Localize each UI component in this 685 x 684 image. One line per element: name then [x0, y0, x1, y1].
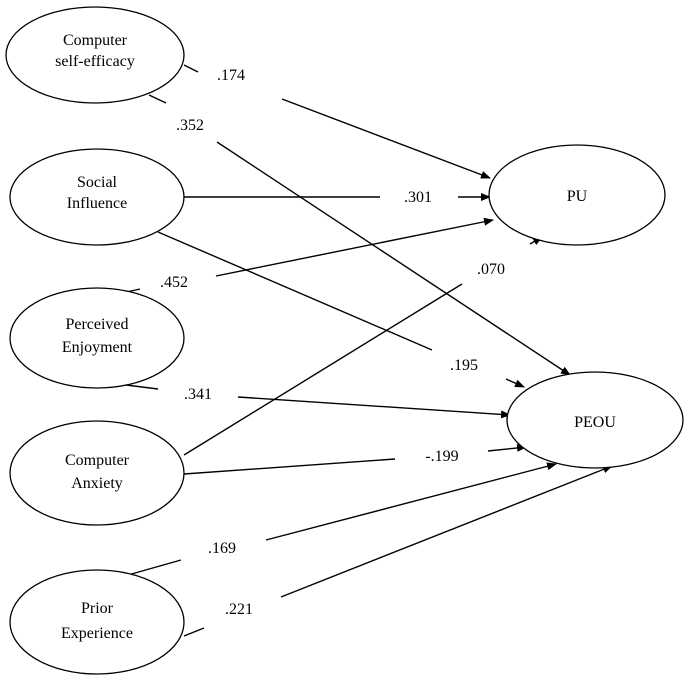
path-prex-peou-1: .169: [127, 462, 557, 576]
path-pe-pu: .452: [126, 217, 494, 293]
path-si-pu: .301: [184, 189, 491, 206]
coefficient-label: .221: [225, 601, 253, 618]
coefficient-label: .341: [184, 386, 212, 403]
path-ca-peou: -.199: [183, 443, 527, 475]
path-cse-pu: .174: [183, 64, 491, 179]
node-label: Perceived: [65, 316, 128, 333]
node-pu: PU: [488, 144, 666, 246]
coefficient-label: .452: [160, 274, 188, 291]
node-label: Enjoyment: [62, 339, 133, 356]
path-prex-peou-2: .221: [183, 465, 613, 637]
coefficient-label: -.199: [425, 448, 458, 465]
node-label: Anxiety: [71, 475, 123, 492]
coefficient-label: .195: [450, 357, 478, 374]
node-social-influence: Social Influence: [9, 148, 185, 246]
node-label: Computer: [63, 32, 128, 49]
node-label: Influence: [67, 195, 127, 212]
path-cse-peou: .352: [148, 94, 571, 376]
node-label: Computer: [65, 452, 130, 469]
node-label: Experience: [61, 625, 133, 642]
coefficient-label: .352: [176, 117, 204, 134]
coefficient-label: .174: [217, 67, 245, 84]
node-label: PEOU: [574, 414, 616, 431]
node-peou: PEOU: [506, 371, 684, 469]
node-computer-self-efficacy: Computer self-efficacy: [5, 6, 185, 104]
node-perceived-enjoyment: Perceived Enjoyment: [9, 287, 185, 389]
node-computer-anxiety: Computer Anxiety: [9, 420, 185, 526]
path-ca-pu: .070: [183, 236, 543, 456]
coefficient-label: .301: [404, 189, 432, 206]
node-prior-experience: Prior Experience: [9, 569, 185, 675]
path-si-peou: .195: [157, 231, 525, 388]
coefficient-label: .070: [477, 261, 505, 278]
node-label: PU: [567, 188, 588, 205]
node-label: self-efficacy: [55, 53, 135, 70]
node-label: Social: [77, 174, 118, 191]
coefficient-label: .169: [208, 540, 236, 557]
path-pe-peou: .341: [125, 384, 511, 419]
node-label: Prior: [81, 600, 114, 617]
